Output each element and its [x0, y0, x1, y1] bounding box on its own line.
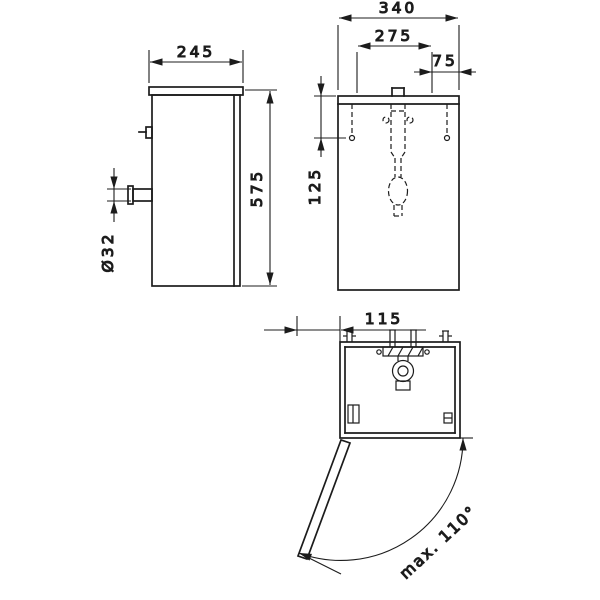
bar-screw-right — [424, 349, 430, 355]
dim-width-label: 340 — [379, 0, 418, 17]
trap-outlet-tab — [395, 380, 411, 391]
plan-view: 115 max. 110° — [264, 309, 481, 583]
drain-assembly-plan — [376, 329, 430, 391]
dim-drain-label: Ø32 — [99, 232, 117, 273]
dim-width: 340 — [337, 0, 460, 90]
dim-offset-right: 75 — [414, 51, 476, 76]
side-view: 245 575 Ø32 — [98, 42, 277, 287]
hinge-hardware-plan — [347, 404, 453, 424]
cabinet-side-body — [151, 94, 241, 287]
opening-angle-label: max. 110° — [396, 502, 481, 583]
dim-span-inner: 275 — [356, 26, 433, 93]
dim-offset-top: 125 — [305, 76, 346, 206]
dim-height-label: 575 — [248, 169, 266, 208]
trap-plan-outer — [391, 359, 415, 383]
drain-flange-side — [127, 185, 134, 205]
cabinet-front-body — [337, 95, 460, 291]
cabinet-side-outline — [127, 86, 244, 287]
opening-arc — [298, 437, 467, 561]
open-door — [296, 438, 352, 561]
tap-fixing-left — [382, 116, 390, 124]
bar-screw-left — [376, 349, 382, 355]
dim-depth-label: 245 — [177, 43, 216, 61]
dim-opening-angle: max. 110° — [298, 437, 481, 583]
dim-depth: 245 — [148, 42, 244, 83]
dim-offset-top-label: 125 — [306, 167, 324, 206]
trap-plan-inner — [397, 365, 409, 377]
tap-fixing-right — [406, 116, 414, 124]
wall-brackets-plan — [343, 330, 452, 342]
arc-tail — [298, 552, 342, 575]
dim-offset-right-label: 75 — [432, 52, 458, 70]
trap-bulb — [387, 176, 409, 206]
fixing-point-left — [348, 134, 356, 142]
drain-pipe-side — [132, 188, 153, 202]
dim-span-label: 275 — [375, 27, 414, 45]
dim-height: 575 — [242, 89, 277, 287]
dim-drain-diameter: Ø32 — [98, 168, 131, 273]
dim-door-projection-label: 115 — [365, 310, 404, 328]
countertop-side — [148, 86, 244, 96]
cabinet-front-outline — [337, 87, 460, 291]
dim-door-projection: 115 — [264, 309, 426, 342]
wall-fixing-points-front — [348, 104, 451, 142]
drain-trap-front — [382, 104, 414, 217]
fixing-point-right — [443, 134, 451, 142]
front-view: 340 275 75 125 — [305, 0, 476, 291]
wall-bracket-side — [145, 126, 153, 139]
